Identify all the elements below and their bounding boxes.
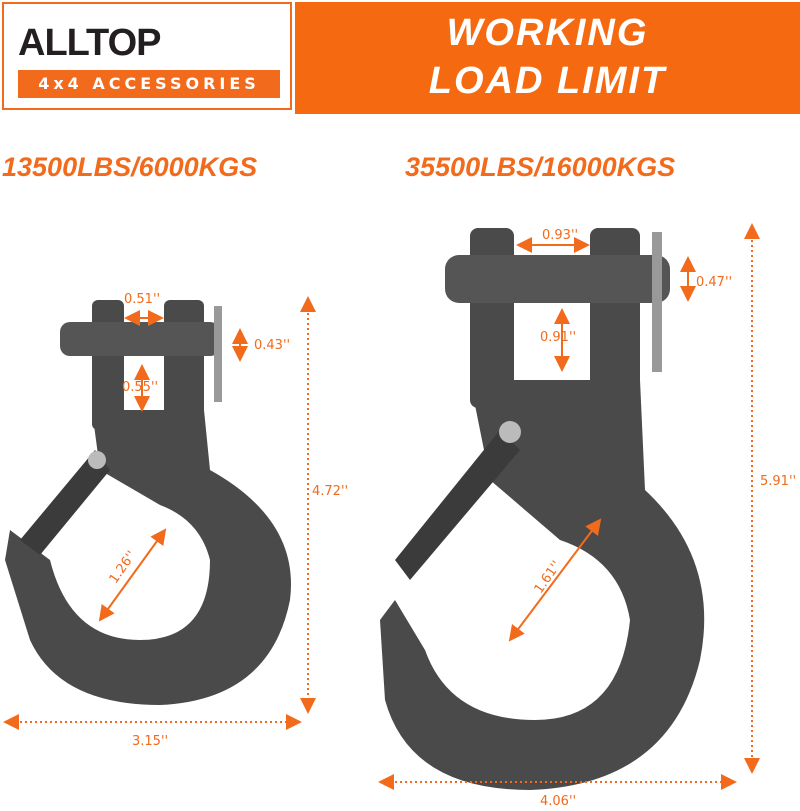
small-hook-capacity: 13500LBS/6000KGS (2, 152, 258, 182)
large-pin-gap-label: 0.93'' (542, 228, 579, 243)
large-hook-capacity: 35500LBS/16000KGS (405, 152, 676, 182)
small-width-label: 3.15'' (132, 734, 169, 749)
large-width-label: 4.06'' (540, 794, 577, 809)
logo-wordmark: ALLTOP (18, 22, 161, 64)
small-pin-gap-label: 0.51'' (124, 292, 161, 307)
title-banner: WORKING LOAD LIMIT (295, 2, 800, 114)
banner-line-1: WORKING (446, 12, 649, 54)
small-pin-diameter-label: 0.43'' (254, 338, 291, 353)
banner-line-2: LOAD LIMIT (428, 60, 667, 102)
dimension-lines (3, 223, 760, 790)
small-hook-image (5, 300, 291, 705)
large-height-label: 5.91'' (760, 474, 797, 489)
small-eye-depth-label: 0.55'' (122, 380, 159, 395)
large-pin-diameter-label: 0.47'' (696, 275, 733, 290)
logo-tagline: 4x4 ACCESSORIES (18, 70, 280, 98)
small-height-label: 4.72'' (312, 484, 349, 499)
large-hook-image (380, 228, 705, 790)
brand-logo: ALLTOP 4x4 ACCESSORIES (2, 2, 292, 110)
large-eye-depth-label: 0.91'' (540, 330, 577, 345)
